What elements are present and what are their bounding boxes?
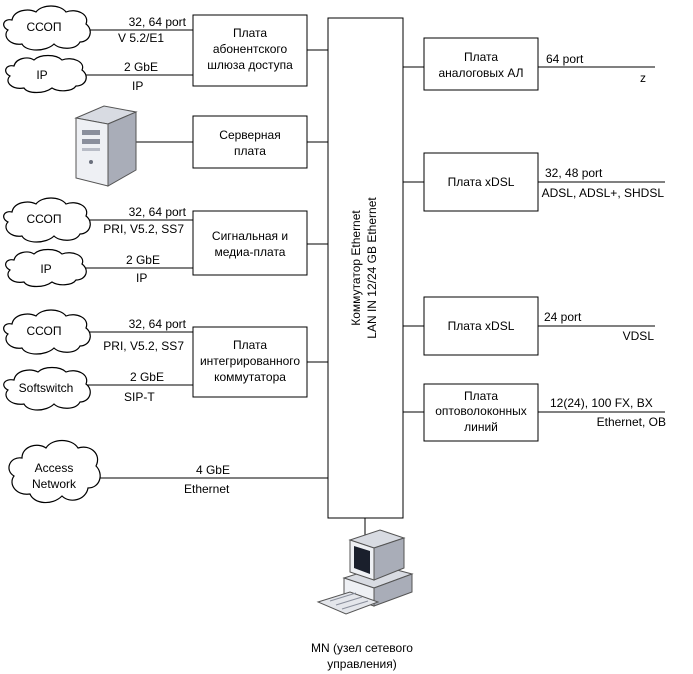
mn-caption-line2: управления) <box>327 657 396 671</box>
board-gateway: Плата абонентского шлюза доступа <box>192 14 308 87</box>
cloud-ip-1: IP <box>5 54 87 94</box>
link-1-top: 32, 64 port <box>129 15 187 29</box>
board-optical-line1: Плата <box>464 389 498 403</box>
board-integrated-line3: коммутатора <box>214 370 286 384</box>
board-integrated-line2: интегрированного <box>200 354 300 368</box>
cloud-ssop-1: ССОП <box>3 5 91 51</box>
link-3-bottom: PRI, V5.2, SS7 <box>103 222 184 236</box>
right-link-1-top: 64 port <box>546 52 584 66</box>
switch-line1: Коммутатор Ethernet <box>349 210 363 326</box>
cloud-ip-2: IP <box>5 248 87 288</box>
cloud-ssop-2-label: ССОП <box>26 212 61 226</box>
cloud-ip-1-label: IP <box>36 68 47 82</box>
board-integrated-line1: Плата <box>233 338 267 352</box>
link-3-top: 32, 64 port <box>129 205 187 219</box>
cloud-ssop-2: ССОП <box>3 197 91 243</box>
link-7-bottom: Ethernet <box>184 482 230 496</box>
right-link-labels: 64 port z 32, 48 port ADSL, ADSL+, SHDSL… <box>542 52 666 429</box>
cloud-access-network-line1: Access <box>35 461 74 475</box>
board-signal-line1: Сигнальная и <box>212 229 288 243</box>
board-gateway-line2: абонентского <box>213 42 288 56</box>
right-link-4-top: 12(24), 100 FX, BX <box>550 396 653 410</box>
left-links <box>85 29 328 479</box>
right-link-3-top: 24 port <box>544 310 582 324</box>
cloud-access-network: Access Network <box>8 439 101 504</box>
server-tower-icon <box>74 105 138 187</box>
right-link-3-bottom: VDSL <box>623 329 655 343</box>
board-server-line1: Серверная <box>219 128 280 142</box>
cloud-access-network-line2: Network <box>32 477 77 491</box>
right-links <box>364 66 665 540</box>
cloud-ssop-3-label: ССОП <box>26 324 61 338</box>
link-6-bottom: SIP-T <box>124 390 155 404</box>
board-analog-line2: аналоговых АЛ <box>438 66 523 80</box>
board-analog-line1: Плата <box>464 50 498 64</box>
link-4-top: 2 GbE <box>126 253 160 267</box>
link-6-top: 2 GbE <box>130 370 164 384</box>
board-optical: Плата оптоволоконных линий <box>423 383 539 442</box>
cloud-softswitch: Softswitch <box>3 366 91 411</box>
cloud-ssop-3: ССОП <box>3 309 91 355</box>
link-2-top: 2 GbE <box>124 60 158 74</box>
board-integrated-switch: Плата интегрированного коммутатора <box>192 326 308 398</box>
link-2-bottom: IP <box>132 79 143 93</box>
board-gateway-line3: шлюза доступа <box>207 58 293 72</box>
board-optical-line2: оптоволоконных <box>435 404 527 418</box>
board-xdsl-2: Плата xDSL <box>423 296 539 356</box>
board-signal-media: Сигнальная и медиа-плата <box>192 210 308 276</box>
right-link-2-bottom: ADSL, ADSL+, SHDSL <box>542 186 665 200</box>
cloud-ip-2-label: IP <box>40 262 51 276</box>
ethernet-switch: Коммутатор Ethernet LAN IN 12/24 GB Ethe… <box>327 17 404 519</box>
cloud-ssop-1-label: ССОП <box>26 20 61 34</box>
board-signal-line2: медиа-плата <box>215 245 286 259</box>
board-optical-line3: линий <box>464 420 498 434</box>
link-4-bottom: IP <box>136 271 147 285</box>
cloud-softswitch-label: Softswitch <box>19 381 74 395</box>
board-xdsl-1-label: Плата xDSL <box>448 175 515 189</box>
board-server: Серверная плата <box>192 115 308 169</box>
mn-caption-line1: MN (узел сетевого <box>311 641 413 655</box>
board-analog: Плата аналоговых АЛ <box>423 37 539 91</box>
right-link-1-bottom: z <box>640 71 646 85</box>
right-link-2-top: 32, 48 port <box>545 166 603 180</box>
left-link-labels: 32, 64 port V 5.2/E1 2 GbE IP 32, 64 por… <box>103 15 230 496</box>
board-xdsl-1: Плата xDSL <box>423 152 539 212</box>
board-xdsl-2-label: Плата xDSL <box>448 319 515 333</box>
right-link-4-bottom: Ethernet, OB <box>597 415 666 429</box>
workstation-computer-icon <box>316 529 414 615</box>
link-1-bottom: V 5.2/E1 <box>118 31 164 45</box>
board-server-line2: плата <box>234 144 266 158</box>
link-5-bottom: PRI, V5.2, SS7 <box>103 339 184 353</box>
link-7-top: 4 GbE <box>196 463 230 477</box>
link-5-top: 32, 64 port <box>129 317 187 331</box>
board-gateway-line1: Плата <box>233 26 267 40</box>
switch-line2: LAN IN 12/24 GB Ethernet <box>365 197 379 339</box>
